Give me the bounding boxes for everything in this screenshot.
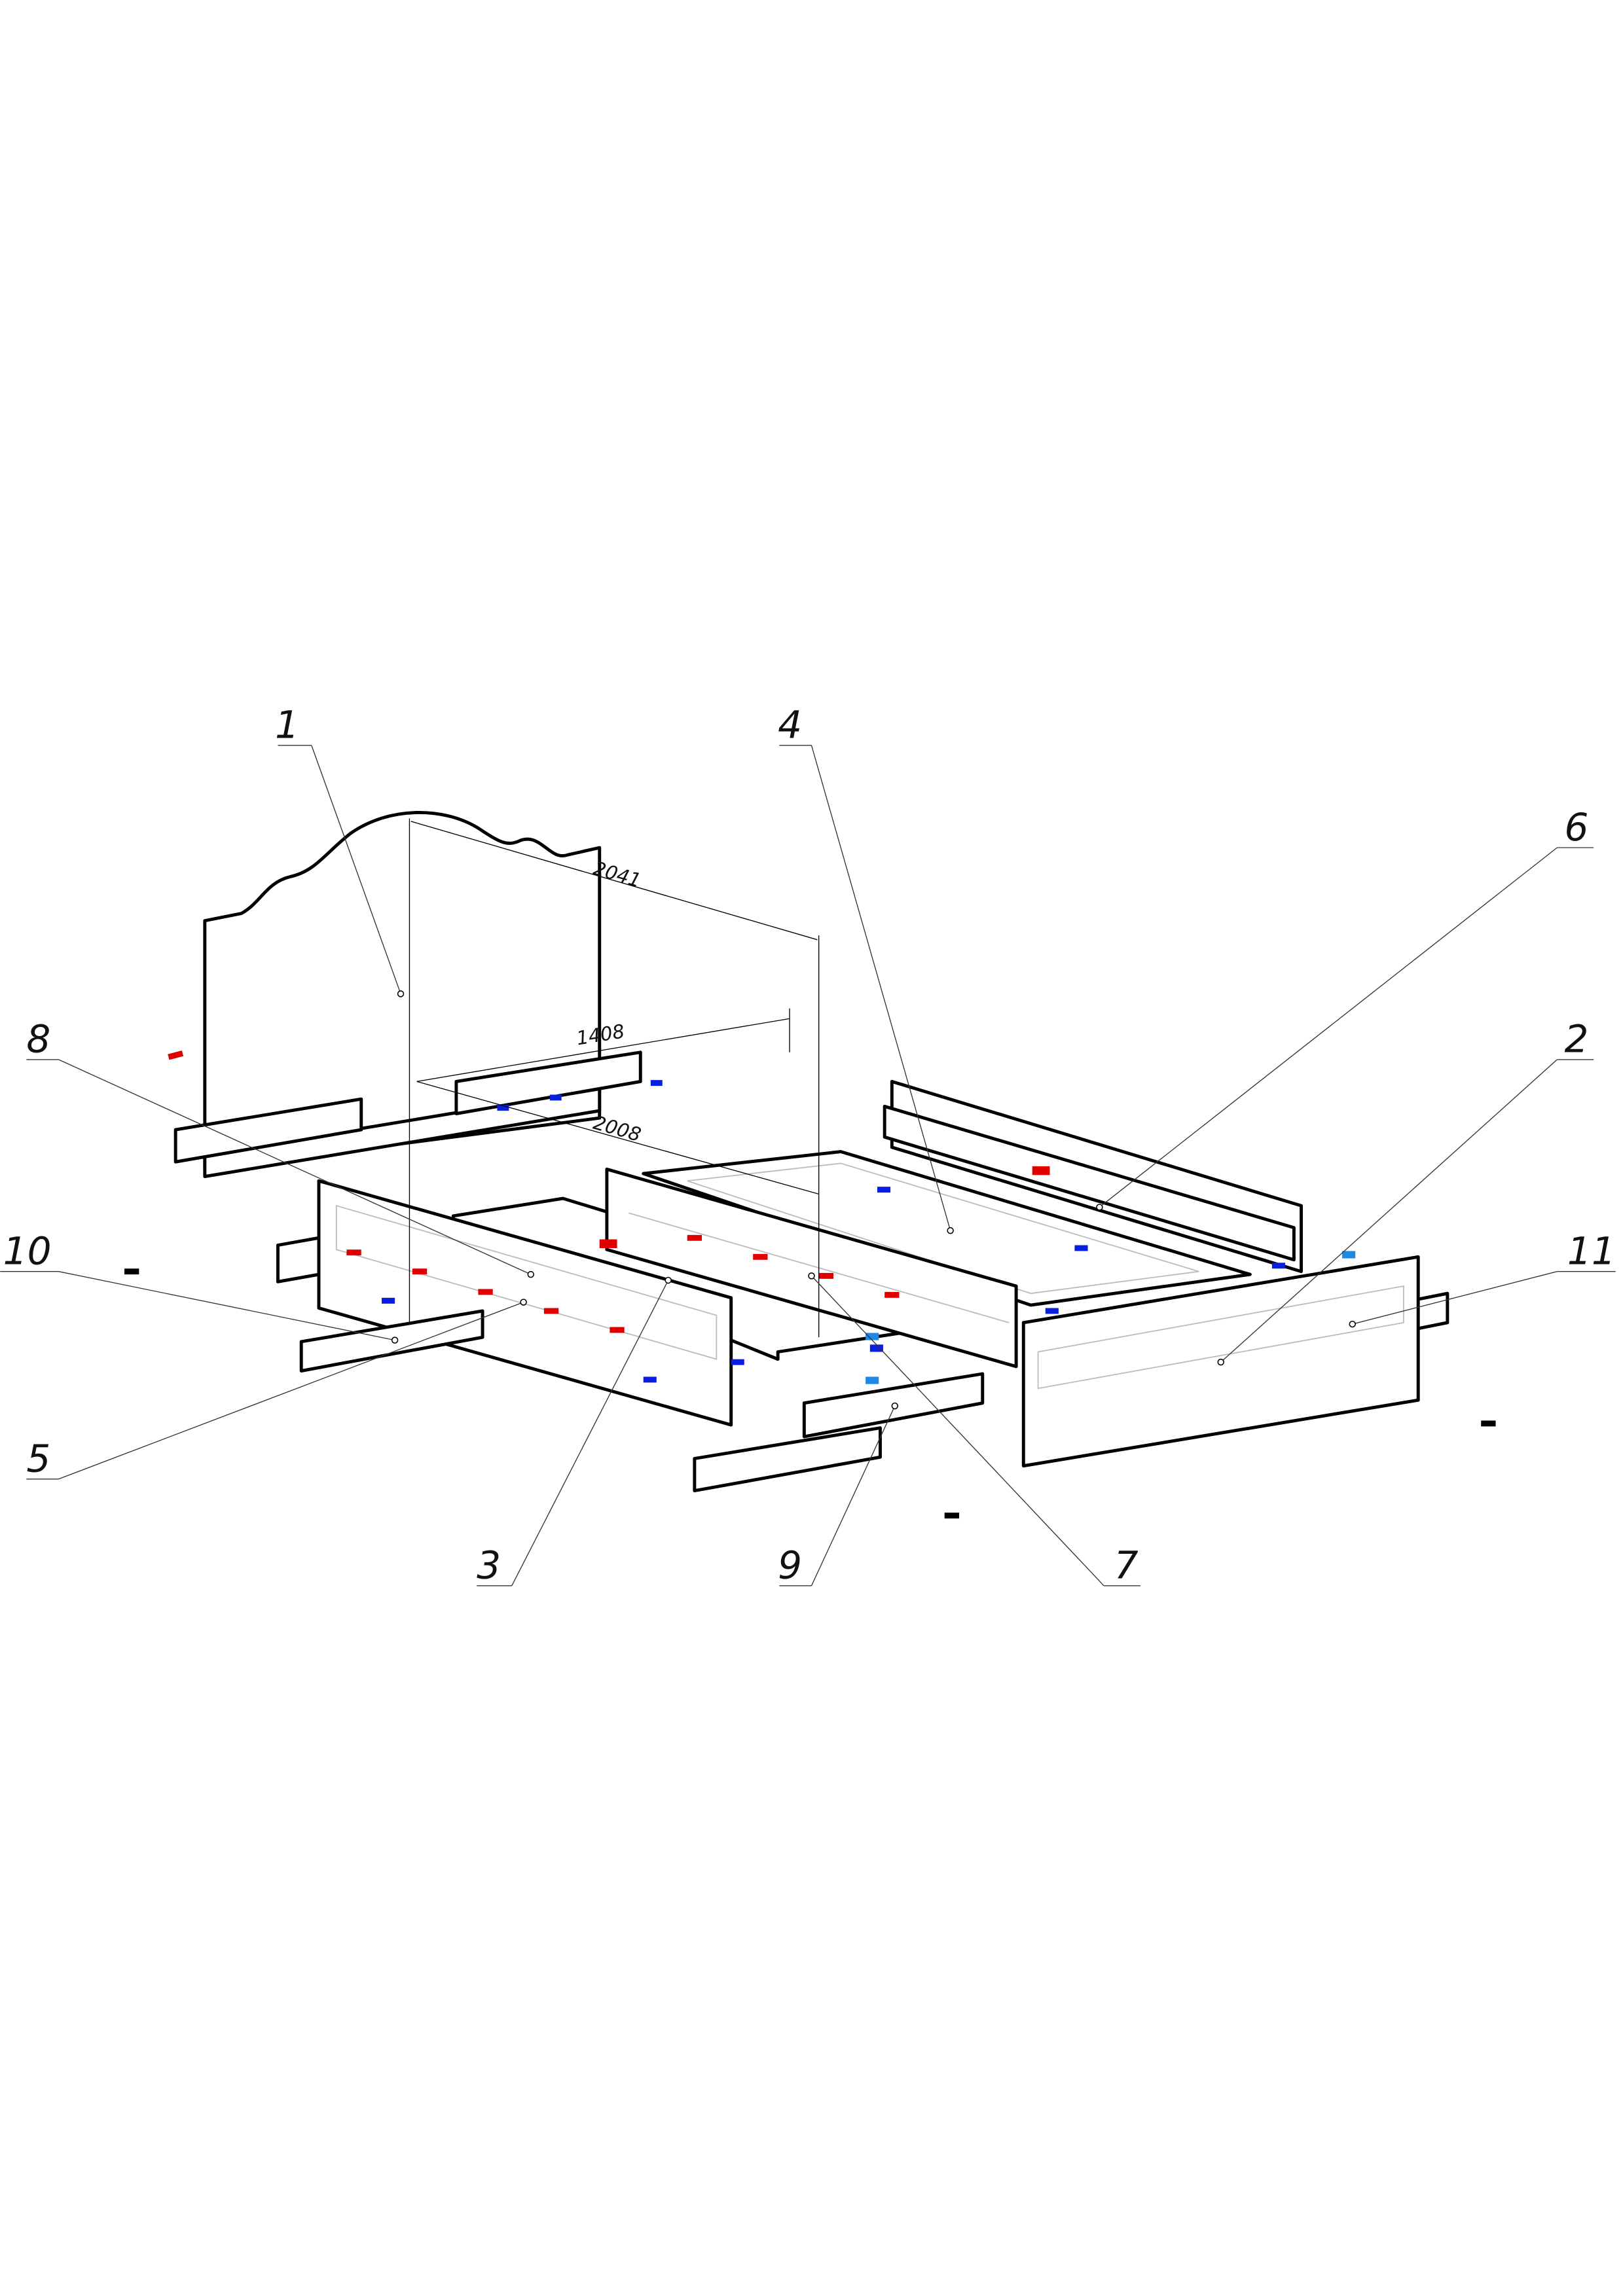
callout-9: 9 bbox=[778, 1402, 899, 1588]
svg-text:5: 5 bbox=[26, 1437, 50, 1481]
callout-10: 10 bbox=[0, 1229, 399, 1344]
callout-11: 11 bbox=[1349, 1229, 1616, 1328]
callout-1: 1 bbox=[275, 703, 405, 997]
callout-6: 6 bbox=[1096, 805, 1594, 1211]
callout-5: 5 bbox=[26, 1299, 527, 1481]
dimension-2008: 2008 bbox=[591, 1111, 644, 1146]
bars-part-9 bbox=[693, 1372, 985, 1493]
svg-text:11: 11 bbox=[1567, 1229, 1616, 1274]
callout-3: 3 bbox=[477, 1276, 672, 1588]
side-panel-part-6 bbox=[883, 1079, 1304, 1274]
svg-text:2: 2 bbox=[1564, 1017, 1588, 1062]
svg-text:4: 4 bbox=[778, 703, 802, 747]
headboard-part-1 bbox=[173, 810, 642, 1178]
svg-text:7: 7 bbox=[1114, 1543, 1139, 1588]
svg-text:3: 3 bbox=[477, 1543, 501, 1588]
dowels bbox=[124, 1050, 1496, 1519]
svg-text:10: 10 bbox=[3, 1229, 52, 1274]
svg-text:6: 6 bbox=[1564, 805, 1588, 850]
callout-2: 2 bbox=[1217, 1017, 1594, 1366]
callout-7: 7 bbox=[808, 1272, 1140, 1588]
svg-text:9: 9 bbox=[778, 1543, 802, 1588]
svg-text:8: 8 bbox=[26, 1017, 50, 1062]
svg-text:1: 1 bbox=[275, 703, 299, 747]
part-callouts: 1 2 3 4 5 6 7 8 9 10 11 bbox=[0, 703, 1616, 1588]
callout-8: 8 bbox=[26, 1017, 535, 1278]
callout-4: 4 bbox=[778, 703, 954, 1234]
